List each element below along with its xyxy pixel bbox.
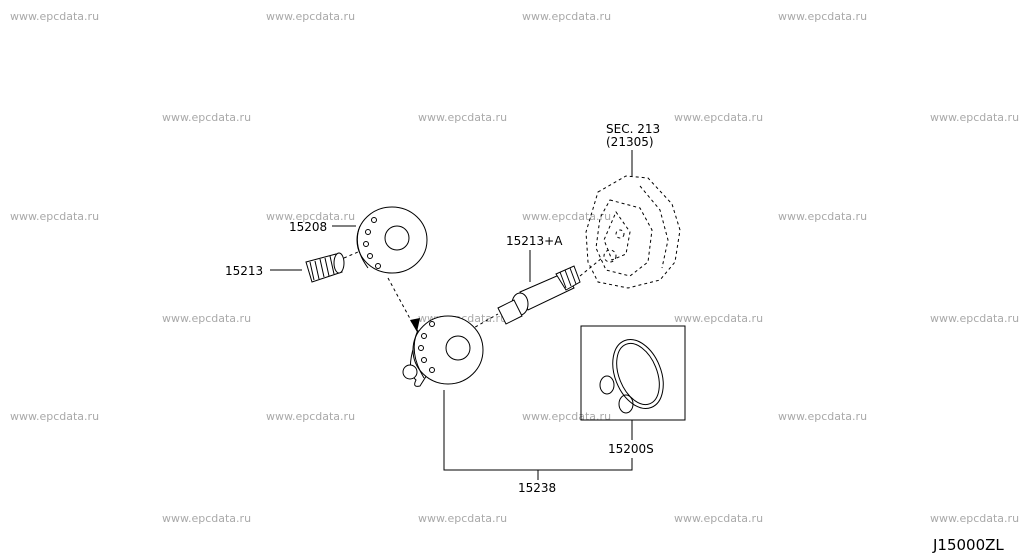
center-bolt-15213A (497, 265, 581, 325)
watermark-text: www.epcdata.ru (418, 512, 507, 525)
watermark-text: www.epcdata.ru (522, 410, 611, 423)
watermark-text: www.epcdata.ru (266, 10, 355, 23)
watermark-text: www.epcdata.ru (162, 312, 251, 325)
watermark-text: www.epcdata.ru (266, 210, 355, 223)
watermark-text: www.epcdata.ru (930, 111, 1019, 124)
watermark-text: www.epcdata.ru (930, 312, 1019, 325)
filter-bracket-label: 15208 (289, 220, 327, 234)
stud-to-bracket-dashed (343, 251, 359, 259)
watermark-text: www.epcdata.ru (522, 210, 611, 223)
bolt-to-block-dashed (579, 257, 603, 277)
watermark-text: www.epcdata.ru (418, 111, 507, 124)
bolt-to-filter-dashed (469, 313, 499, 331)
connector-stud-label: 15213 (225, 264, 263, 278)
watermark-text: www.epcdata.ru (522, 10, 611, 23)
gasket-kit-15200S (580, 325, 686, 421)
connector-stud-15213 (305, 252, 345, 283)
watermark-layer: www.epcdata.ru www.epcdata.ru www.epcdata.… (10, 10, 1019, 525)
watermark-text: www.epcdata.ru (10, 210, 99, 223)
assembly-bracket (443, 390, 633, 480)
watermark-text: www.epcdata.ru (674, 111, 763, 124)
watermark-text: www.epcdata.ru (162, 111, 251, 124)
center-bolt-label: 15213+A (506, 234, 563, 248)
diagram-code: J15000ZL (932, 536, 1004, 554)
watermark-text: www.epcdata.ru (674, 512, 763, 525)
engine-block-outline (585, 175, 681, 289)
watermark-text: www.epcdata.ru (674, 312, 763, 325)
watermark-text: www.epcdata.ru (930, 512, 1019, 525)
filter-assembly-label: 15238 (518, 481, 556, 495)
watermark-text: www.epcdata.ru (266, 410, 355, 423)
gasket-kit-label: 15200S (608, 442, 654, 456)
sec-ref-label-line1: SEC. 213 (606, 122, 660, 136)
assembly-arrow (387, 277, 420, 332)
watermark-text: www.epcdata.ru (778, 410, 867, 423)
sec-ref-label-line2: (21305) (606, 135, 654, 149)
oil-filter-assembly (402, 315, 484, 387)
watermark-text: www.epcdata.ru (778, 10, 867, 23)
watermark-text: www.epcdata.ru (778, 210, 867, 223)
filter-bracket-15208 (356, 206, 428, 274)
watermark-text: www.epcdata.ru (10, 10, 99, 23)
watermark-text: www.epcdata.ru (10, 410, 99, 423)
watermark-text: www.epcdata.ru (162, 512, 251, 525)
